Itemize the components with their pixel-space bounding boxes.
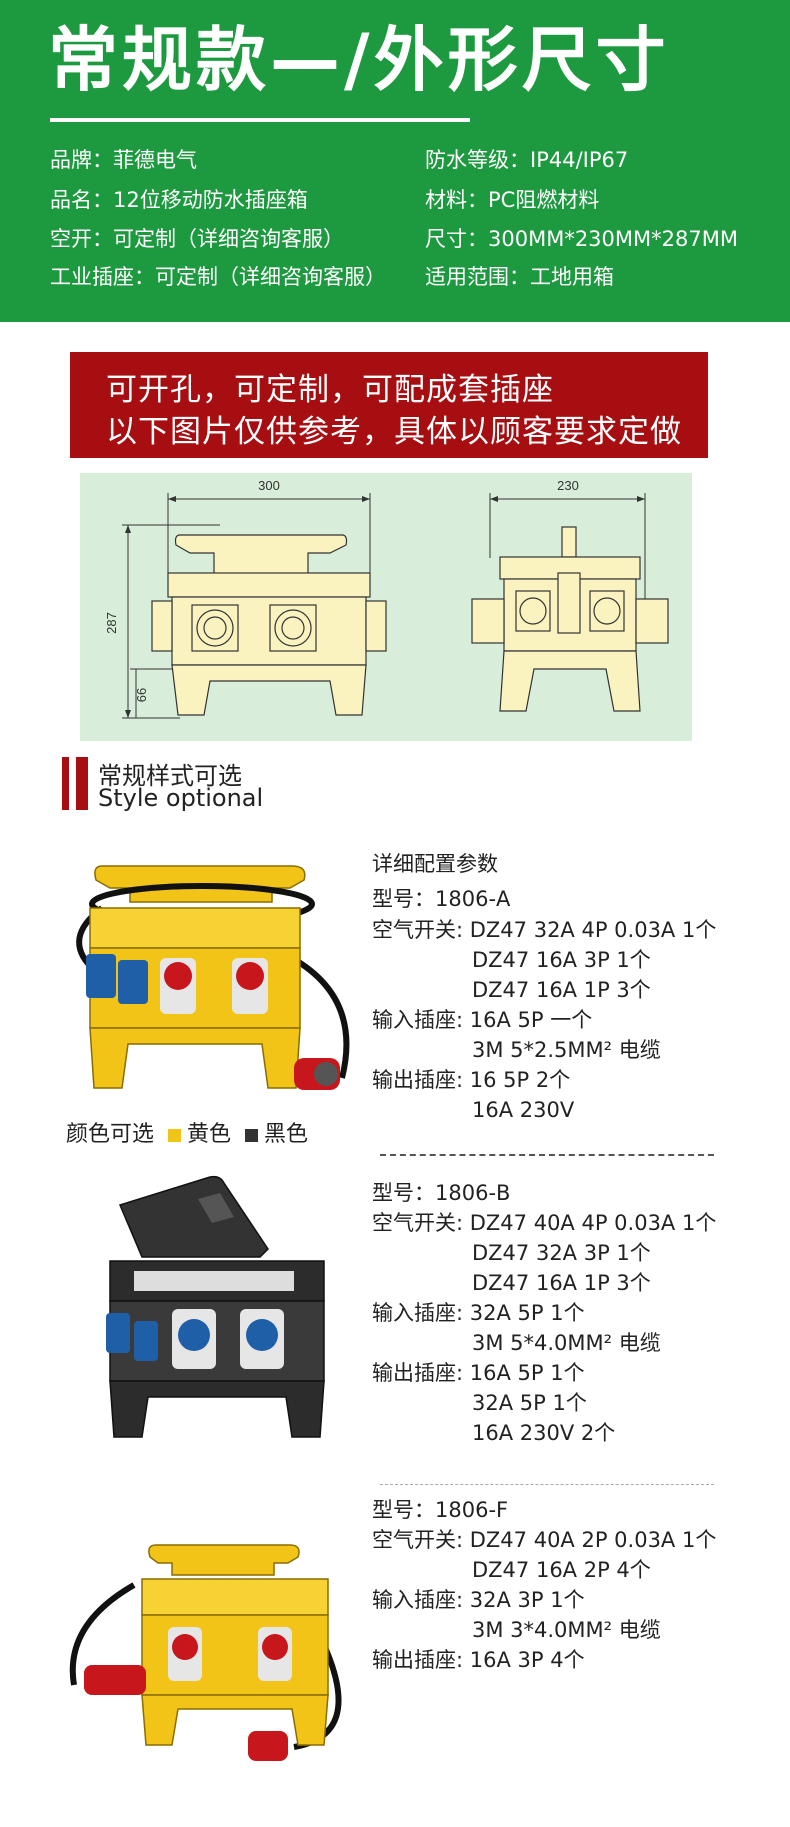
product-f-cable: 3M 3*4.0MM² 电缆	[472, 1618, 661, 1642]
spec-brand: 品牌：菲德电气	[50, 148, 197, 172]
product-b-breaker-2: DZ47 32A 3P 1个	[472, 1241, 651, 1265]
page-title: 常规款—/外形尺寸	[48, 19, 670, 101]
spec-socket: 工业插座：可定制（详细咨询客服）	[50, 265, 386, 289]
yellow-label: 黄色	[187, 1122, 232, 1147]
product-f-breaker: 空气开关: DZ47 40A 2P 0.03A 1个	[372, 1528, 717, 1552]
notice-banner: 可开孔，可定制，可配成套插座 以下图片仅供参考，具体以顾客要求定做	[70, 352, 708, 458]
product-a-model: 型号：1806-A	[372, 887, 511, 911]
divider-1	[380, 1154, 714, 1156]
product-f-breaker-2: DZ47 16A 2P 4个	[472, 1558, 651, 1582]
product-a-breaker-3: DZ47 16A 1P 3个	[472, 978, 651, 1002]
product-b-output: 输出插座: 16A 5P 1个	[372, 1361, 585, 1385]
spec-usage: 适用范围：工地用箱	[425, 265, 614, 289]
leg-dim-label: 66	[134, 688, 149, 702]
notice-line-2: 以下图片仅供参考，具体以顾客要求定做	[106, 414, 682, 450]
section-marker-thin	[62, 757, 69, 810]
product-f-output: 输出插座: 16A 3P 4个	[372, 1648, 585, 1672]
product-b-output-3: 16A 230V 2个	[472, 1421, 616, 1445]
divider-2	[380, 1484, 714, 1485]
product-b-cable: 3M 5*4.0MM² 电缆	[472, 1331, 661, 1355]
color-options: 颜色可选 黄色 黑色	[66, 1116, 308, 1148]
product-a-output-2: 16A 230V	[472, 1098, 575, 1122]
spec-size: 尺寸：300MM*230MM*287MM	[425, 227, 738, 251]
product-b-model: 型号：1806-B	[372, 1181, 511, 1205]
height-dim-label: 287	[104, 612, 119, 634]
spec-heading: 详细配置参数	[372, 852, 498, 876]
product-a-breaker-2: DZ47 16A 3P 1个	[472, 948, 651, 972]
spec-waterproof: 防水等级：IP44/IP67	[425, 148, 629, 172]
header-section: 常规款—/外形尺寸 品牌：菲德电气 防水等级：IP44/IP67 品名：12位移…	[0, 0, 790, 322]
style-title-cn: 常规样式可选	[98, 762, 242, 790]
product-a-input: 输入插座: 16A 5P 一个	[372, 1008, 593, 1032]
product-b-input: 输入插座: 32A 5P 1个	[372, 1301, 585, 1325]
section-marker-thick	[76, 757, 88, 810]
notice-line-1: 可开孔，可定制，可配成套插座	[106, 372, 554, 408]
product-a-cable: 3M 5*2.5MM² 电缆	[472, 1038, 661, 1062]
spec-product-name: 品名：12位移动防水插座箱	[50, 188, 308, 212]
title-underline	[50, 118, 470, 122]
product-f-input: 输入插座: 32A 3P 1个	[372, 1588, 585, 1612]
spec-breaker: 空开：可定制（详细咨询客服）	[50, 227, 344, 251]
product-b-breaker-3: DZ47 16A 1P 3个	[472, 1271, 651, 1295]
product-f-image	[44, 1535, 374, 1765]
black-swatch	[245, 1128, 259, 1142]
style-title-en: Style optional	[98, 784, 264, 812]
product-b-image	[100, 1175, 350, 1445]
product-b-breaker: 空气开关: DZ47 40A 4P 0.03A 1个	[372, 1211, 717, 1235]
product-a-image	[62, 848, 362, 1108]
product-b-output-2: 32A 5P 1个	[472, 1391, 587, 1415]
width-dim-label: 300	[258, 478, 280, 493]
dimension-drawing: 300 230 287 66	[80, 473, 692, 741]
product-a-output: 输出插座: 16 5P 2个	[372, 1068, 571, 1092]
color-options-label: 颜色可选	[66, 1122, 155, 1147]
product-f-model: 型号：1806-F	[372, 1498, 509, 1522]
dimension-drawing-svg: 300 230 287 66	[104, 478, 669, 719]
product-a-breaker: 空气开关: DZ47 32A 4P 0.03A 1个	[372, 918, 717, 942]
depth-dim-label: 230	[557, 478, 579, 493]
spec-material: 材料：PC阻燃材料	[425, 188, 600, 212]
yellow-swatch	[168, 1128, 182, 1142]
black-label: 黑色	[264, 1122, 309, 1147]
